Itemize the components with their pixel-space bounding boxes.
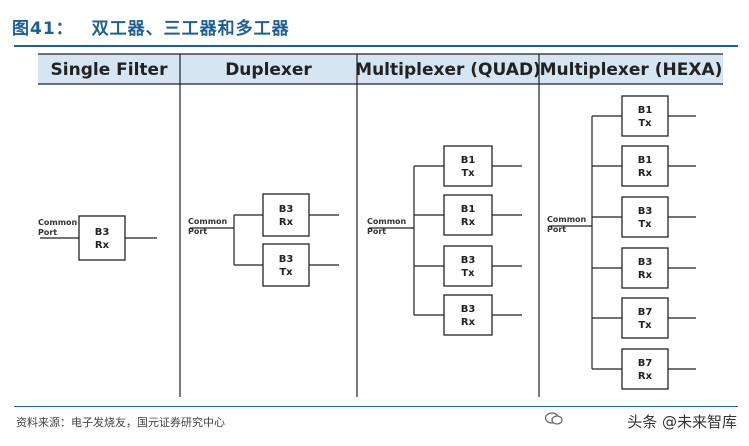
filter-box bbox=[621, 297, 669, 339]
band-label: B3 bbox=[638, 257, 653, 268]
filter-box bbox=[262, 243, 310, 287]
title-rule bbox=[14, 45, 738, 47]
direction-label: Rx bbox=[638, 168, 653, 179]
band-label: B3 bbox=[461, 304, 476, 315]
common-port-label: Port bbox=[547, 225, 566, 234]
band-label: B3 bbox=[279, 204, 294, 215]
band-label: B1 bbox=[461, 204, 476, 215]
filter-box bbox=[443, 294, 493, 336]
common-port-label: Common bbox=[38, 218, 78, 227]
direction-label: Rx bbox=[461, 217, 476, 228]
direction-label: Tx bbox=[638, 219, 652, 230]
band-label: B7 bbox=[638, 307, 653, 318]
figure-title: 图41： 双工器、三工器和多工器 bbox=[12, 14, 290, 39]
filter-box bbox=[621, 145, 669, 187]
chat-bubble-icon bbox=[545, 412, 563, 425]
source-note: 资料来源：电子发烧友，国元证券研究中心 bbox=[16, 416, 225, 429]
band-label: B3 bbox=[279, 254, 294, 265]
column-header-1: Single Filter bbox=[51, 60, 169, 80]
filter-box bbox=[262, 193, 310, 237]
common-port-label: Port bbox=[367, 227, 386, 236]
direction-label: Rx bbox=[638, 270, 653, 281]
direction-label: Rx bbox=[461, 317, 476, 328]
direction-label: Tx bbox=[638, 118, 652, 129]
band-label: B3 bbox=[461, 255, 476, 266]
filter-box bbox=[78, 215, 126, 261]
band-label: B3 bbox=[95, 227, 110, 238]
bottom-rule bbox=[14, 406, 738, 407]
direction-label: Tx bbox=[279, 267, 293, 278]
header-band bbox=[38, 54, 723, 84]
direction-label: Tx bbox=[461, 268, 475, 279]
band-label: B7 bbox=[638, 358, 653, 369]
band-label: B3 bbox=[638, 206, 653, 217]
band-label: B1 bbox=[638, 105, 653, 116]
band-label: B1 bbox=[461, 155, 476, 166]
common-port-label: Common bbox=[188, 217, 228, 226]
filter-box bbox=[621, 348, 669, 390]
figure-number: 图41： bbox=[12, 19, 74, 39]
direction-label: Tx bbox=[638, 320, 652, 331]
filter-box bbox=[621, 196, 669, 238]
common-port-label: Common bbox=[547, 215, 587, 224]
common-port-label: Common bbox=[367, 217, 407, 226]
band-label: B1 bbox=[638, 155, 653, 166]
common-port-label: Port bbox=[38, 228, 57, 237]
direction-label: Rx bbox=[279, 217, 294, 228]
filter-box bbox=[443, 145, 493, 187]
filter-box bbox=[443, 245, 493, 287]
watermark: 头条 @未来智库 bbox=[627, 413, 737, 431]
direction-label: Rx bbox=[638, 371, 653, 382]
filter-box bbox=[443, 194, 493, 236]
direction-label: Tx bbox=[461, 168, 475, 179]
figure-title-text: 双工器、三工器和多工器 bbox=[91, 19, 290, 39]
direction-label: Rx bbox=[95, 240, 110, 251]
filter-box bbox=[621, 95, 669, 137]
column-header-3: Multiplexer (QUAD) bbox=[355, 60, 541, 80]
filter-box bbox=[621, 247, 669, 289]
column-header-4: Multiplexer (HEXA) bbox=[540, 60, 723, 80]
common-port-label: Port bbox=[188, 227, 207, 236]
column-header-2: Duplexer bbox=[225, 60, 312, 80]
